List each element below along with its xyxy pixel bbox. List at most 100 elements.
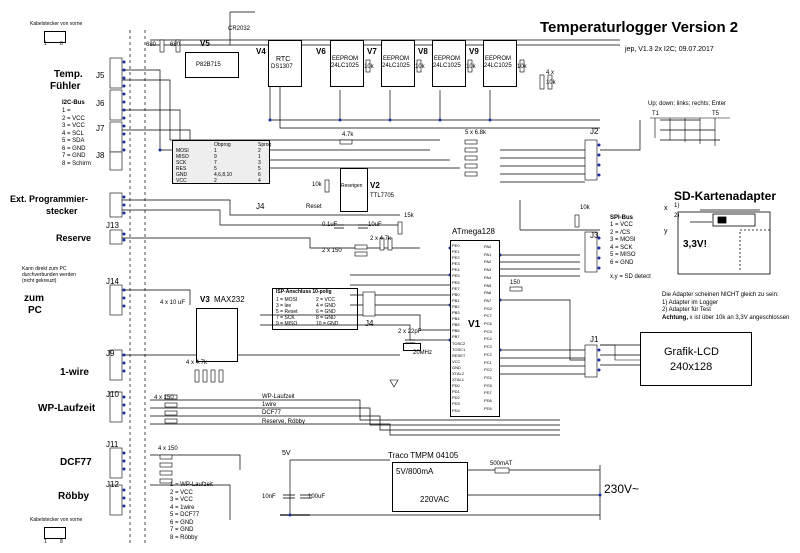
mcu-pin-right: PC2 <box>484 351 492 357</box>
mcu-pin-right: PG2 <box>484 305 493 311</box>
chip-v2 <box>340 168 368 212</box>
mcu-pin-left: PD2 <box>452 395 460 401</box>
pin-line: 1 = WP-Laufzeit <box>170 482 213 488</box>
prog-cell: 4 <box>258 178 261 184</box>
mcu-pin-left: XTAL1 <box>452 377 464 383</box>
spi-line: 4 = SCK <box>610 244 633 251</box>
label-robby: Röbby <box>58 491 90 502</box>
sd-y: y <box>664 228 668 235</box>
reset-button-label: Reset <box>306 204 322 210</box>
mcu-pin-left: PB6 <box>452 328 460 334</box>
isp-line: 10 = GND <box>316 321 339 327</box>
mcu-part: ATmega128 <box>452 227 495 236</box>
mcu-pin-right: PA3 <box>484 267 492 273</box>
chip-v3-label: V3 <box>200 295 210 304</box>
r-10k-v2: 10k <box>312 182 322 188</box>
isp-line: 5 = Reset <box>276 309 298 315</box>
chip-v1 <box>450 240 500 417</box>
prog-cell: VCC <box>176 178 187 184</box>
isp-line: 9 = MISO <box>276 321 298 327</box>
mcu-pin-left: PE2 <box>452 255 460 261</box>
cable-pin-8-bottom: 8 <box>60 539 63 545</box>
mcu-pin-left: PE0 <box>452 243 460 248</box>
prog-cell: 6 <box>258 172 261 178</box>
conn-j3: J3 <box>590 231 599 240</box>
mcu-pin-left: XTAL2 <box>452 370 464 376</box>
r-4x150-a: 4 x 150 <box>154 395 174 401</box>
isp-line: 4 = GND <box>316 303 336 309</box>
chip-v3 <box>196 308 238 362</box>
prog-table-head: Obprog Sprog <box>176 142 271 148</box>
mcu-pin-left: PB1 <box>452 297 460 303</box>
chip-v7-part: 24LC1025 <box>382 63 410 69</box>
cable-plug-top <box>44 31 66 43</box>
chip-v5-label: V5 <box>200 39 210 48</box>
mcu-pin-left: TOSC2 <box>452 340 466 346</box>
chip-v2-label: V2 <box>370 181 380 190</box>
prog-cell: MOSI <box>176 148 189 154</box>
chip-v9-name: EEPROM <box>485 56 512 62</box>
button-t5: T5 <box>712 111 720 117</box>
mcu-pin-right: PA2 <box>484 259 492 265</box>
conn-j9: J9 <box>106 349 115 358</box>
mcu-pin-left: PE7 <box>452 285 460 291</box>
spi-line: 6 = GND <box>610 259 634 266</box>
mcu-pin-right: PA5 <box>484 282 492 288</box>
pc-note-line: (nicht gekreuzt) <box>22 278 57 284</box>
mcu-pin-left: PD1 <box>452 389 460 395</box>
sd-notes: Die Adapter scheinen NICHT gleich zu sei… <box>662 292 789 322</box>
isp-line: 7 = SCK <box>276 315 295 321</box>
label-pc: PC <box>28 305 42 316</box>
sd-n1: 1) <box>674 203 680 209</box>
conn-j4: J4 <box>256 202 265 211</box>
pin-line: 3 = VCC <box>170 497 193 503</box>
r-2x150: 2 x 150 <box>322 248 342 254</box>
spi-list: 1 = VCC 2 = /CS 3 = MOSI 4 = SCK 5 = MIS… <box>610 222 636 267</box>
r4x-val: 10k <box>546 80 556 86</box>
mcu-pin-right: PD6 <box>484 398 492 404</box>
traco-in: 220VAC <box>420 495 450 504</box>
lcd-size: 240x128 <box>670 361 713 373</box>
pin-line: 5 = DCF77 <box>170 512 200 518</box>
conn-j5: J5 <box>96 71 105 80</box>
label-fuehler: Fühler <box>50 81 81 92</box>
label-reserve: Reserve <box>56 233 92 243</box>
i2c-line: 1 = <box>62 108 71 114</box>
spi-line: 3 = MOSI <box>610 237 636 243</box>
mcu-pin-left: PB3 <box>452 310 460 316</box>
mcu-pin-right: PD5 <box>484 405 492 411</box>
mcu-pin-right: PA0 <box>484 244 492 249</box>
mcu-pin-right: PA7 <box>484 297 492 303</box>
c-4x10uf: 4 x 10 uF <box>160 300 186 306</box>
mcu-pin-right: PA6 <box>484 290 492 296</box>
mcu-label: V1 <box>468 319 481 330</box>
mcu-pin-left: TOSC1 <box>452 346 466 352</box>
label-dcf77: DCF77 <box>60 457 92 468</box>
chip-v9-label: V9 <box>469 47 479 56</box>
chip-v5 <box>185 52 239 78</box>
chip-v4-part: DS1307 <box>271 64 293 70</box>
c-100uf: 100uF <box>308 494 326 500</box>
mcu-pin-left: PE5 <box>452 273 460 279</box>
sd-warn: 3,3V! <box>683 239 707 250</box>
mcu-pin-left: PE3 <box>452 261 460 267</box>
prog-cell: 5 <box>214 166 217 172</box>
wire-wp: WP-Laufzeit <box>262 394 295 400</box>
r-10k-spi: 10k <box>580 205 590 211</box>
prog-cell: SCK <box>176 160 187 166</box>
sd-note: 1) Adapter im Logger <box>662 299 719 306</box>
mcu-pin-left: PB4 <box>452 316 460 322</box>
i2c-title: I2C-Bus <box>62 100 85 106</box>
pc-note-line: durchverbunden werden <box>22 272 76 278</box>
battery-label: CR2032 <box>228 26 251 32</box>
conn-j10: J10 <box>106 390 119 399</box>
c-2x22pf: 2 x 22pF <box>398 329 422 335</box>
traco-out: 5V/800mA <box>396 467 434 476</box>
isp-left: 1 = MOSI 3 = lee 5 = Reset 7 = SCK 9 = M… <box>276 297 298 327</box>
label-ext-prog: Ext. Programmier- <box>10 194 89 204</box>
spi-title: SPI-Bus <box>610 215 634 221</box>
mcu-pin-left: PE1 <box>452 249 460 255</box>
sd-note-warning: Achtung, <box>662 314 688 321</box>
